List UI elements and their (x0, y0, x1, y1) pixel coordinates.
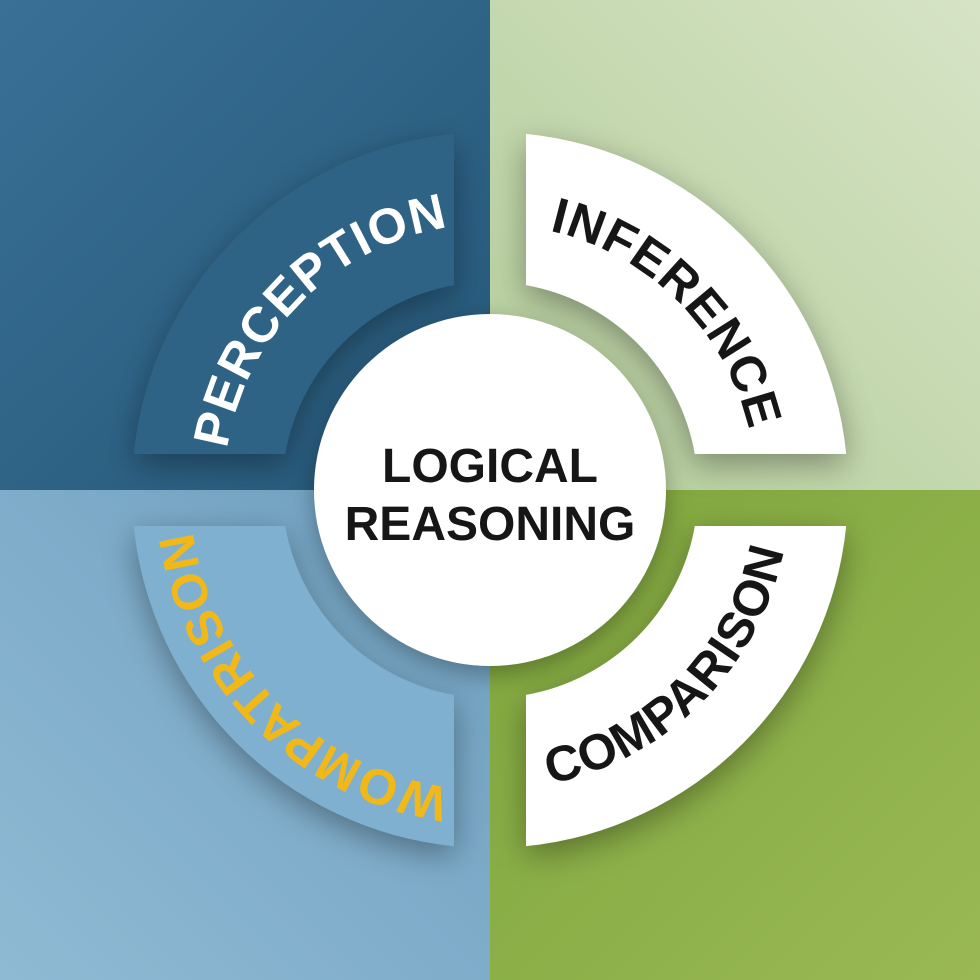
center-title-line-1: LOGICAL (382, 440, 598, 493)
center-hub (314, 314, 666, 666)
center-title-line-2: REASONING (345, 498, 636, 551)
segment-wompatrison (133, 526, 455, 847)
segment-inference (526, 133, 847, 455)
segment-comparison (526, 526, 847, 847)
segment-perception (133, 133, 455, 455)
